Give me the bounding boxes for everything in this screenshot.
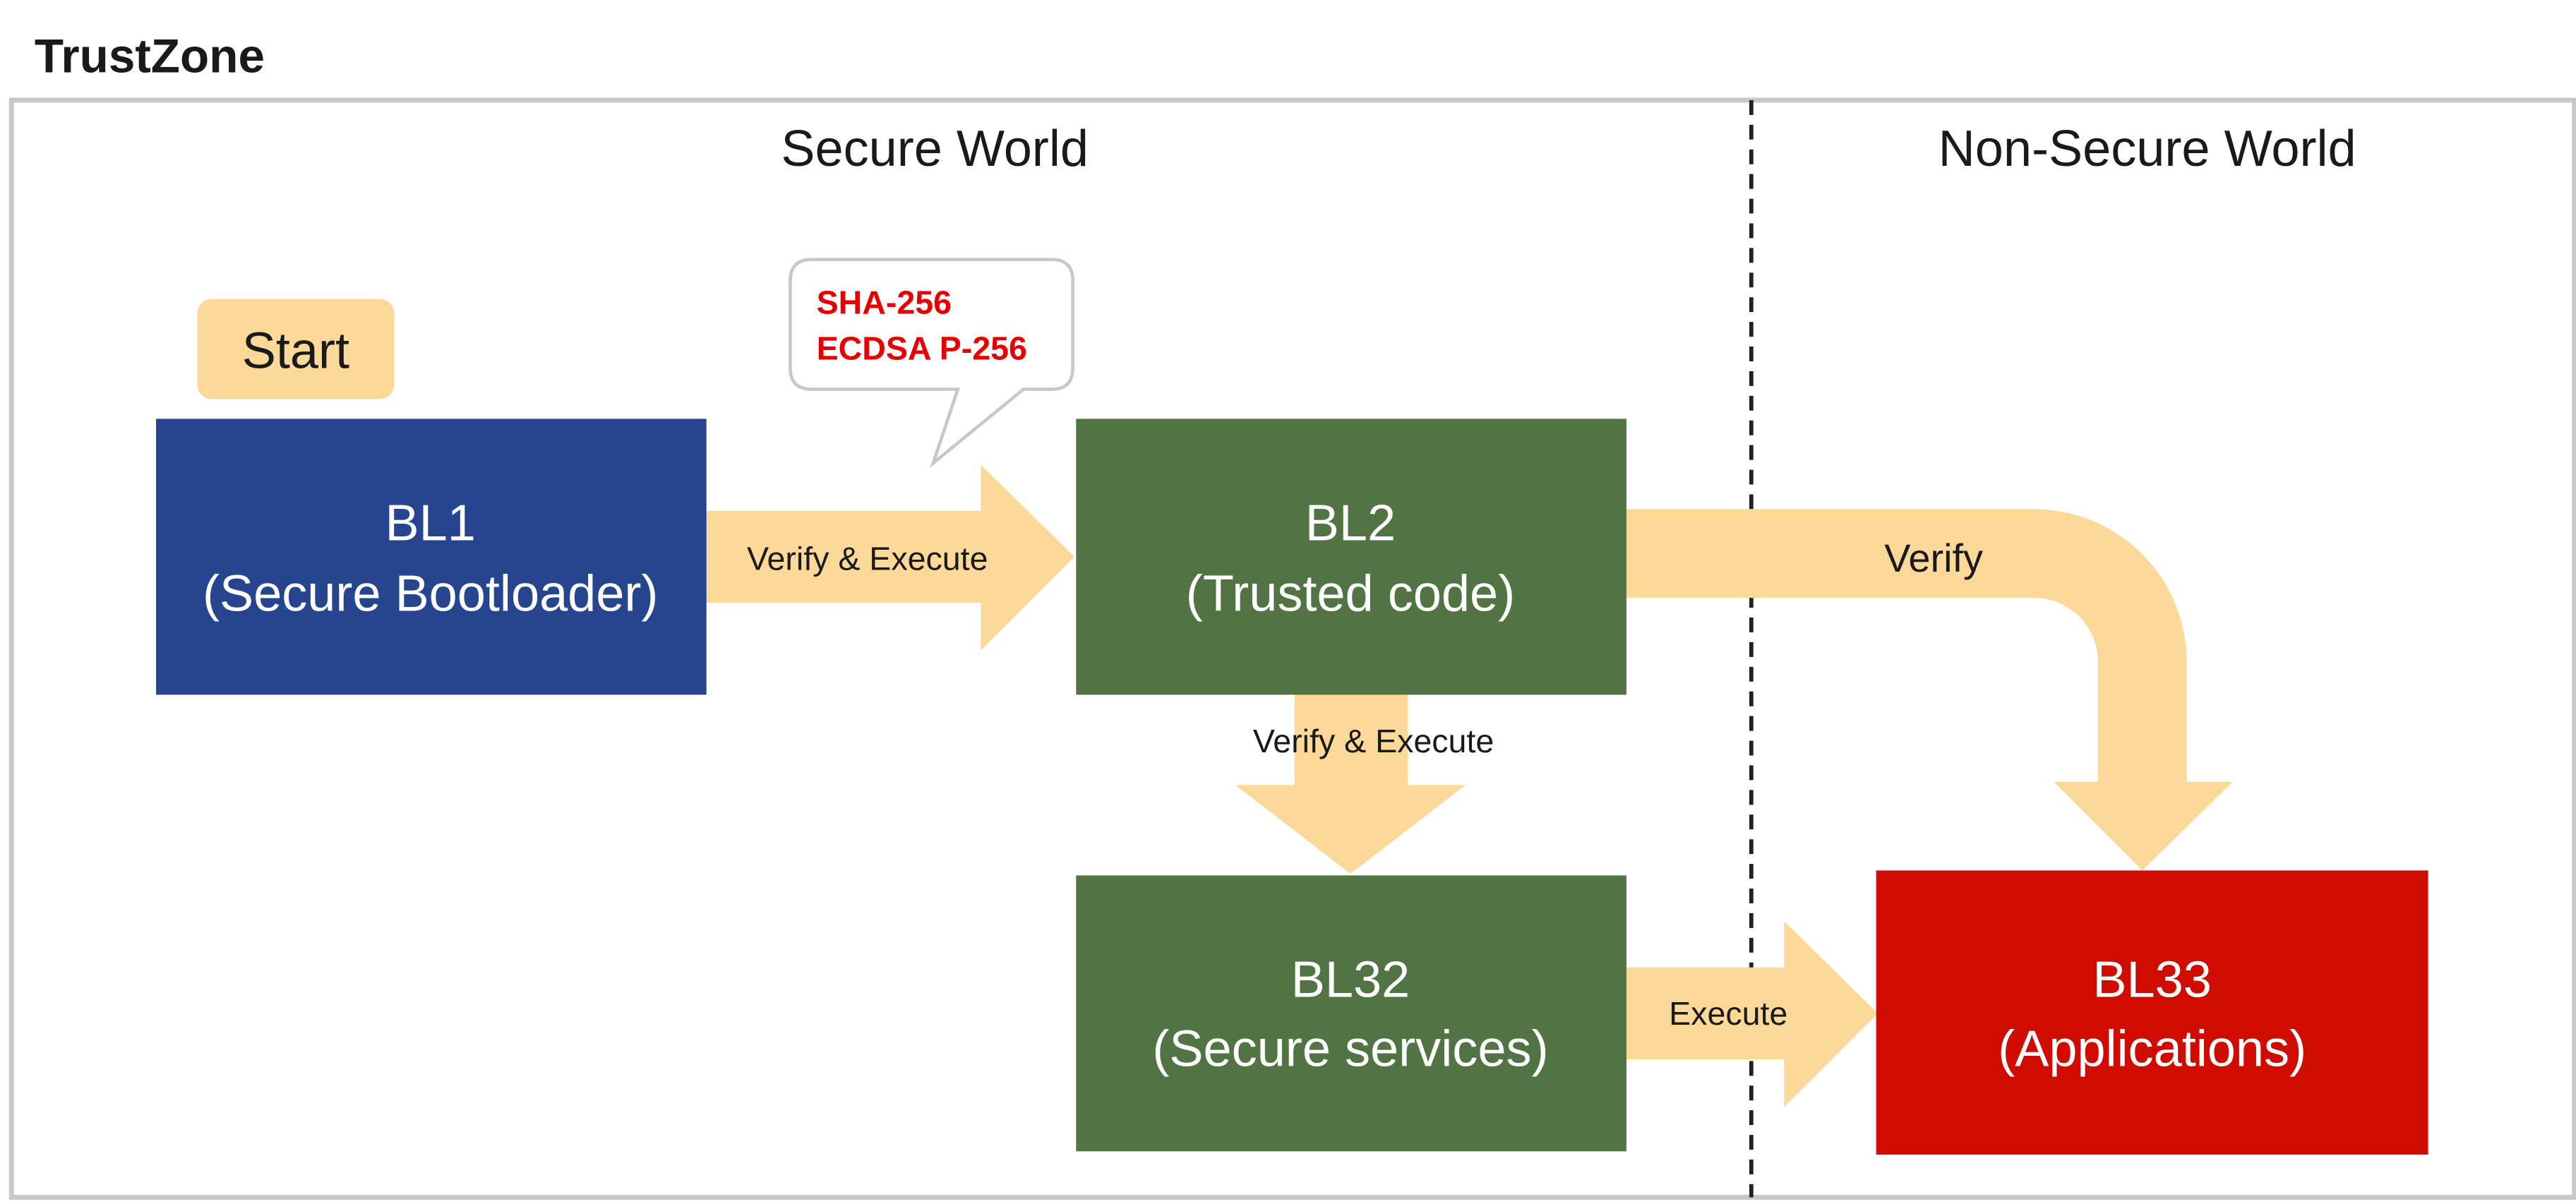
bl32-desc: (Secure services) [1152, 1021, 1548, 1077]
arrow-bl32-to-bl33-label: Execute [1669, 995, 1787, 1032]
hash-callout [789, 258, 1074, 469]
arrow-bl2-to-bl33 [1624, 509, 2233, 871]
bl2-desc: (Trusted code) [1186, 566, 1515, 622]
bl1-name: BL1 [385, 495, 476, 552]
bl1-box [156, 419, 707, 695]
arrow-bl32-to-bl33 [1624, 921, 1878, 1107]
arrow-bl2-to-bl33-label: Verify [1884, 536, 1983, 580]
trustzone-frame [8, 97, 2576, 1200]
bl32-box [1076, 875, 1627, 1152]
bl33-box [1876, 870, 2428, 1155]
bl2-box [1076, 419, 1627, 695]
start-badge [197, 299, 395, 399]
bl33-name: BL33 [2092, 952, 2211, 1009]
bl2-name: BL2 [1305, 495, 1396, 552]
arrow-bl1-to-bl2 [706, 464, 1074, 651]
bl1-desc: (Secure Bootloader) [203, 566, 658, 622]
arrow-bl2-to-bl32 [1235, 693, 1466, 874]
start-label: Start [242, 323, 349, 379]
arrow-bl2-to-bl32-label: Verify & Execute [1253, 723, 1494, 759]
bl32-name: BL32 [1291, 952, 1410, 1009]
secure-world-heading: Secure World [781, 121, 1089, 177]
non-secure-world-heading: Non-Secure World [1939, 121, 2356, 177]
callout-signature-text: ECDSA P-256 [817, 330, 1027, 367]
callout-hash-text: SHA-256 [817, 284, 952, 320]
arrow-bl1-to-bl2-label: Verify & Execute [747, 541, 988, 577]
diagram-title: TrustZone [35, 30, 265, 83]
bl33-desc: (Applications) [1998, 1021, 2306, 1077]
